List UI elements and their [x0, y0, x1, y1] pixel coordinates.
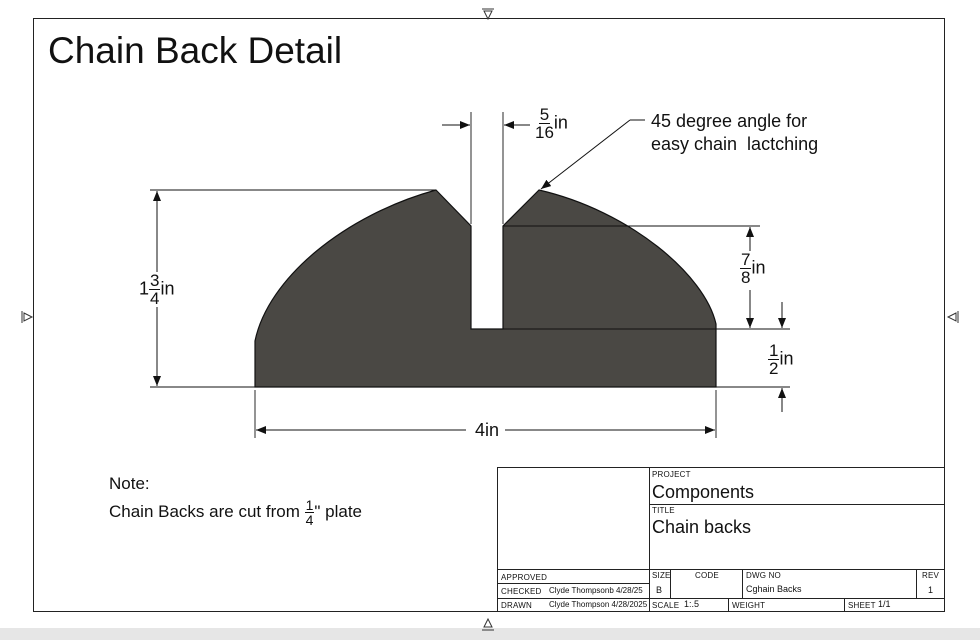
- slot-depth-den: 8: [741, 268, 751, 287]
- tb-divider-project: [649, 504, 944, 505]
- rev-caption: REV: [922, 571, 940, 580]
- size-value: B: [656, 585, 663, 595]
- bottom-center-marker: [482, 617, 494, 631]
- angle-callout: 45 degree angle for easy chain lactching: [651, 110, 818, 156]
- tb-divider-mid: [498, 569, 944, 570]
- callout-leader: [540, 119, 645, 190]
- window-bottom-band: [0, 628, 980, 640]
- rev-value: 1: [928, 585, 934, 595]
- note-frac-num: 1: [304, 497, 315, 513]
- title-value: Chain backs: [652, 517, 752, 537]
- code-caption: CODE: [695, 571, 719, 580]
- tb-divider-sheet: [844, 598, 845, 611]
- title-caption: TITLE: [652, 506, 675, 515]
- title-block: PROJECT Components TITLE Chain backs APP…: [497, 467, 945, 612]
- sheet-caption: SHEET: [848, 601, 876, 610]
- approved-caption: APPROVED: [501, 573, 548, 582]
- note-text-before: Chain Backs are cut from: [109, 501, 305, 521]
- callout-line-1: 45 degree angle for: [651, 111, 808, 131]
- right-center-marker: [946, 311, 959, 323]
- scale-caption: SCALE: [652, 601, 680, 610]
- dimension-lines: [153, 121, 786, 434]
- extension-lines: [150, 112, 790, 438]
- drawing-sheet-border: [33, 18, 945, 612]
- width-dimension: 4in: [472, 420, 503, 441]
- size-caption: SIZE: [652, 571, 671, 580]
- sheet-value: 1/1: [878, 599, 891, 609]
- drawing-title: Chain Back Detail: [48, 30, 343, 71]
- drawn-value: Clyde Thompson 4/28/2025: [549, 600, 648, 609]
- slot-depth-num: 7: [740, 250, 752, 269]
- note-text-after: " plate: [314, 501, 362, 521]
- checked-caption: CHECKED: [501, 587, 542, 596]
- tb-divider-rev: [916, 569, 917, 598]
- left-center-marker: [21, 311, 34, 323]
- weight-caption: WEIGHT: [732, 601, 766, 610]
- sheet-center-markers: [21, 8, 959, 631]
- base-height-den: 2: [769, 359, 779, 378]
- base-height-unit: in: [779, 348, 794, 369]
- chain-back-part-profile: [254, 189, 717, 388]
- tb-divider-size: [670, 569, 671, 598]
- tb-divider-approved: [498, 583, 649, 584]
- height-whole: 1: [139, 278, 150, 299]
- top-center-marker: [482, 8, 494, 21]
- tb-divider-code: [742, 569, 743, 598]
- slot-width-num: 5: [538, 105, 551, 124]
- slot-width-unit: in: [553, 112, 568, 133]
- checked-value: Clyde Thompsonb 4/28/25: [549, 586, 643, 595]
- base-height-num: 1: [768, 341, 780, 360]
- callout-line-2: easy chain lactching: [651, 134, 819, 154]
- project-value: Components: [652, 482, 755, 502]
- drawn-caption: DRAWN: [501, 601, 532, 610]
- tb-divider-vertical: [649, 468, 650, 611]
- project-caption: PROJECT: [652, 470, 691, 479]
- slot-width-den: 16: [535, 123, 554, 142]
- height-unit: in: [160, 278, 175, 299]
- dwg-value: Cghain Backs: [746, 584, 802, 594]
- dwg-caption: DWG NO: [746, 571, 781, 580]
- height-num: 3: [149, 271, 161, 290]
- height-den: 4: [150, 289, 160, 308]
- tb-divider-scale: [728, 598, 729, 611]
- scale-value: 1:.5: [684, 599, 700, 609]
- note-label: Note:: [109, 474, 150, 493]
- tb-divider-bottom: [498, 598, 944, 599]
- slot-depth-unit: in: [751, 257, 766, 278]
- note-frac-den: 4: [305, 512, 314, 528]
